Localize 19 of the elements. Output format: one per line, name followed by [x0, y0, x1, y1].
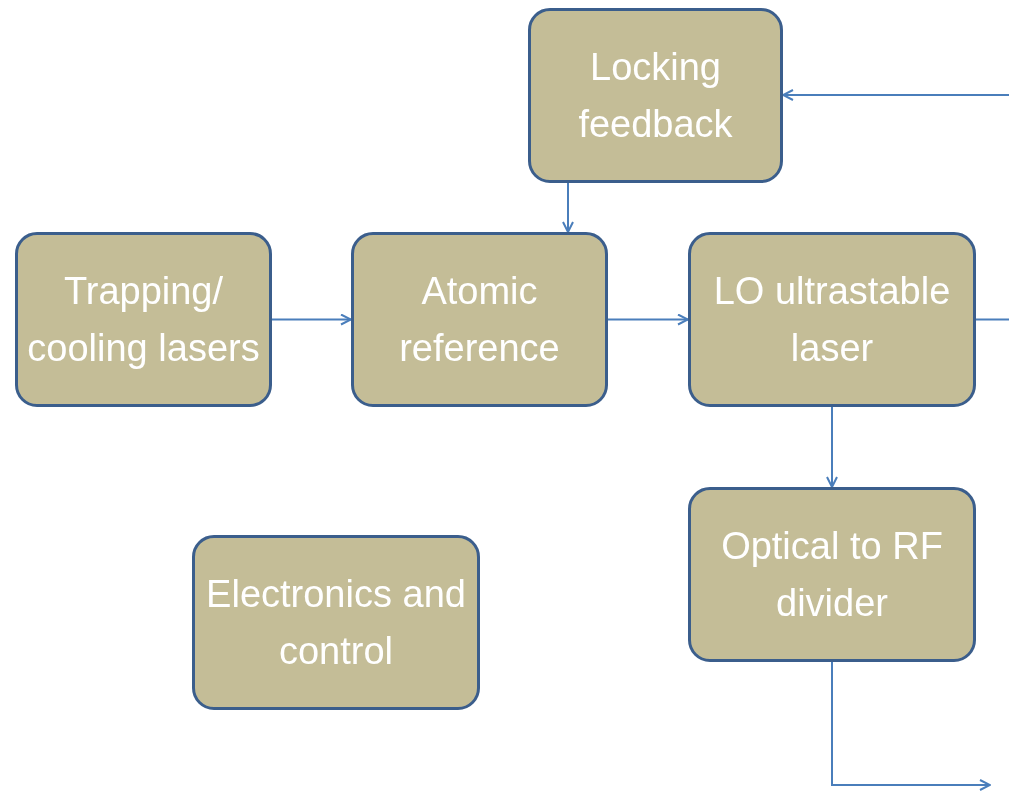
- arrow: [562, 182, 574, 233]
- connector-line: [975, 318, 1009, 321]
- box-label: LO ultrastable laser: [712, 268, 952, 371]
- arrow: [826, 406, 838, 488]
- process-box: [15, 232, 272, 407]
- box-label: Trapping/ cooling lasers: [26, 268, 261, 371]
- box-label: Optical to RF divider: [720, 523, 944, 626]
- process-box: [192, 535, 480, 710]
- arrow: [831, 661, 991, 791]
- arrow: [607, 313, 689, 326]
- box-label: Electronics and control: [205, 571, 467, 674]
- arrow: [271, 313, 352, 326]
- box-label: Atomic reference: [398, 268, 561, 371]
- box-label: Locking feedback: [577, 44, 734, 147]
- process-box: [528, 8, 783, 183]
- process-box: [688, 487, 976, 662]
- process-box: [351, 232, 608, 407]
- process-box: [688, 232, 976, 407]
- arrow: [782, 89, 1009, 101]
